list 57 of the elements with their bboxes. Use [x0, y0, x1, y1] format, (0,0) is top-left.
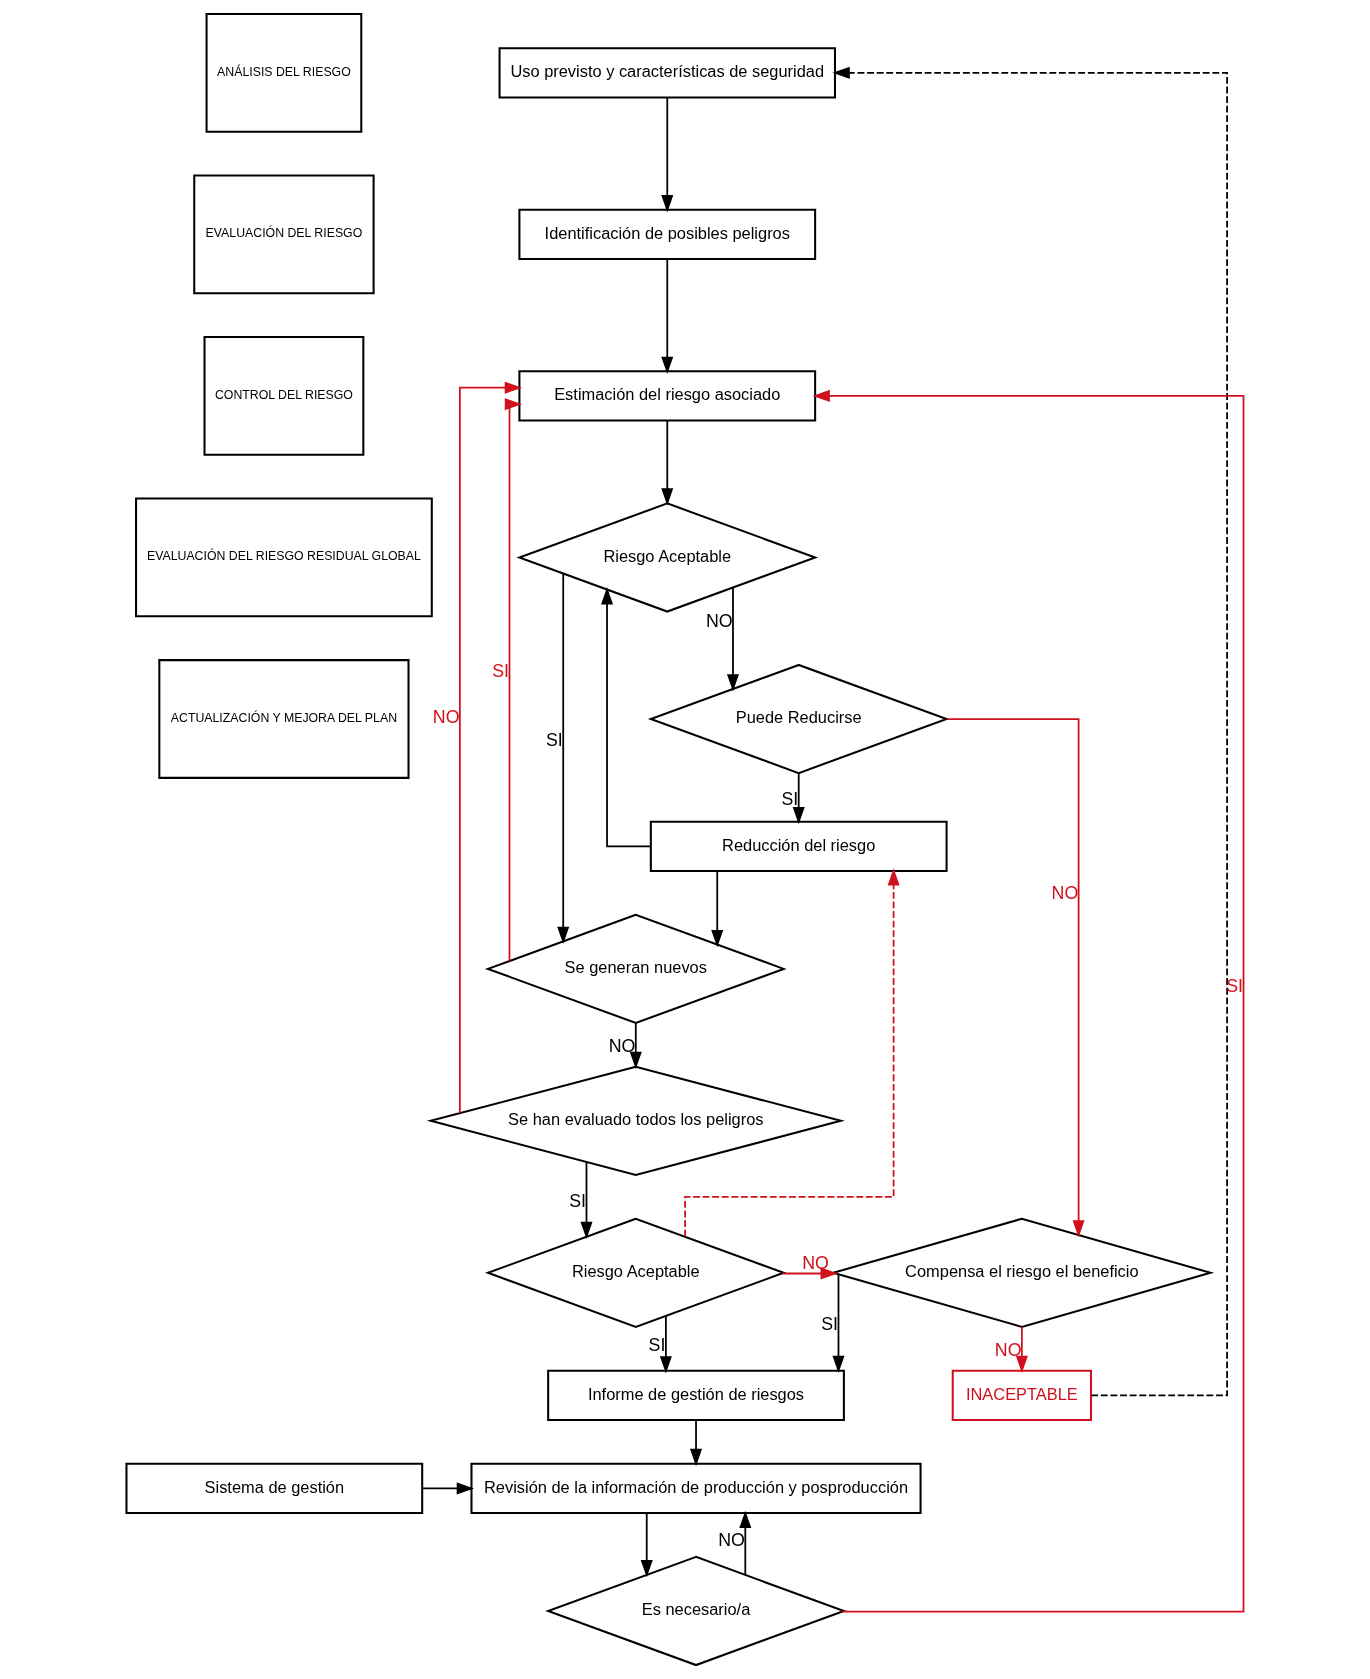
node-box: EVALUACIÓN DEL RIESGO RESIDUAL GLOBAL [135, 497, 433, 618]
node-box: Identificación de posibles peligros [518, 208, 817, 261]
node-diamond: Se han evaluado todos los peligros [426, 1065, 845, 1176]
arrow [580, 1161, 593, 1240]
edge-label: SI [1226, 976, 1244, 997]
node-diamond: Es necesario/a [545, 1555, 847, 1667]
edge-label: NO [994, 1340, 1022, 1361]
arrow [689, 1419, 703, 1467]
arrow [945, 718, 1085, 1238]
arrow [739, 1510, 752, 1576]
node-diamond: Riesgo Aceptable [484, 1217, 787, 1328]
edge-label: NO [608, 1036, 636, 1057]
node-box: Sistema de gestión [125, 1462, 424, 1515]
edge-label: SI [781, 788, 799, 809]
node-box: Revisión de la información de producción y posproducción [470, 1462, 922, 1515]
node-diamond: Riesgo Aceptable [516, 502, 819, 613]
edge-label: NO [718, 1530, 745, 1551]
arrow [726, 586, 740, 692]
arrow [601, 587, 652, 848]
edge-label: NO [705, 610, 733, 631]
arrow [781, 1267, 838, 1280]
edge-label: SI [492, 661, 509, 682]
node-diamond: Se generan nuevos [484, 913, 787, 1025]
arrow [832, 1273, 845, 1374]
edge-label: SI [648, 1334, 666, 1355]
node-box: CONTROL DEL RIESGO [203, 336, 365, 456]
edge-label: SI [821, 1313, 838, 1334]
node-box: ANÁLISIS DEL RIESGO [205, 12, 363, 133]
node-box: Reducción del riesgo [649, 820, 948, 872]
arrow [504, 398, 523, 962]
node-diamond: Puede Reducirse [647, 663, 950, 775]
arrow [557, 572, 570, 944]
edge-label: SI [569, 1190, 586, 1211]
edge-label: NO [1051, 883, 1079, 904]
arrow [640, 1512, 653, 1578]
edge-label: NO [802, 1252, 829, 1273]
arrow [629, 1022, 642, 1069]
arrow [421, 1482, 474, 1495]
node-box: Informe de gestión de riesgos [547, 1369, 845, 1422]
node-box: INACEPTABLE [951, 1369, 1093, 1422]
arrow [458, 381, 522, 1114]
arrow [792, 772, 805, 825]
arrow [659, 1315, 672, 1374]
arrow [832, 66, 1228, 1397]
arrow [661, 96, 674, 213]
node-box: Estimación del riesgo asociado [518, 370, 817, 422]
node-box: Uso previsto y características de seguridad [498, 47, 836, 99]
arrow [711, 870, 724, 948]
node-box: EVALUACIÓN DEL RIESGO [193, 174, 375, 295]
edge-label: NO [432, 706, 460, 727]
arrow [1015, 1326, 1028, 1374]
arrow [684, 868, 900, 1238]
arrow [661, 258, 674, 374]
arrow [812, 389, 1245, 1613]
node-box: ACTUALIZACIÓN Y MEJORA DEL PLAN [158, 659, 410, 779]
arrow [661, 419, 674, 506]
edge-label: SI [545, 729, 563, 750]
